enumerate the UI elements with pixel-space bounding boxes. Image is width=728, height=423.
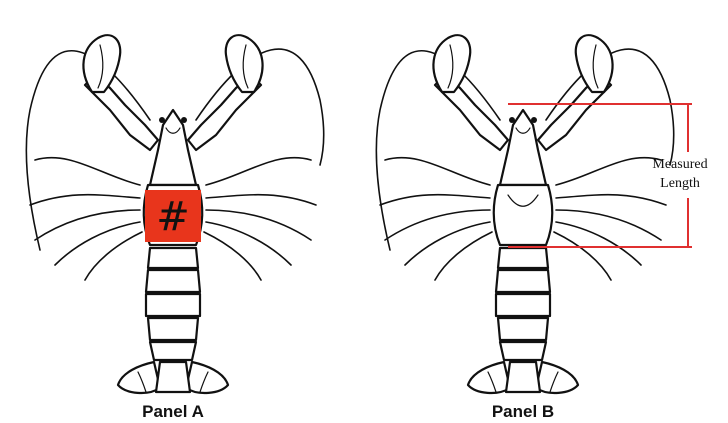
tag-symbol: # [156,194,190,240]
panel-a: # Panel A [26,35,323,421]
panel-b-label: Panel B [492,402,554,421]
measured-length-line2: Length [660,176,700,191]
panel-b: Measured Length Panel B [376,35,707,421]
panel-a-label: Panel A [142,402,204,421]
measured-length-line1: Measured [652,157,707,172]
